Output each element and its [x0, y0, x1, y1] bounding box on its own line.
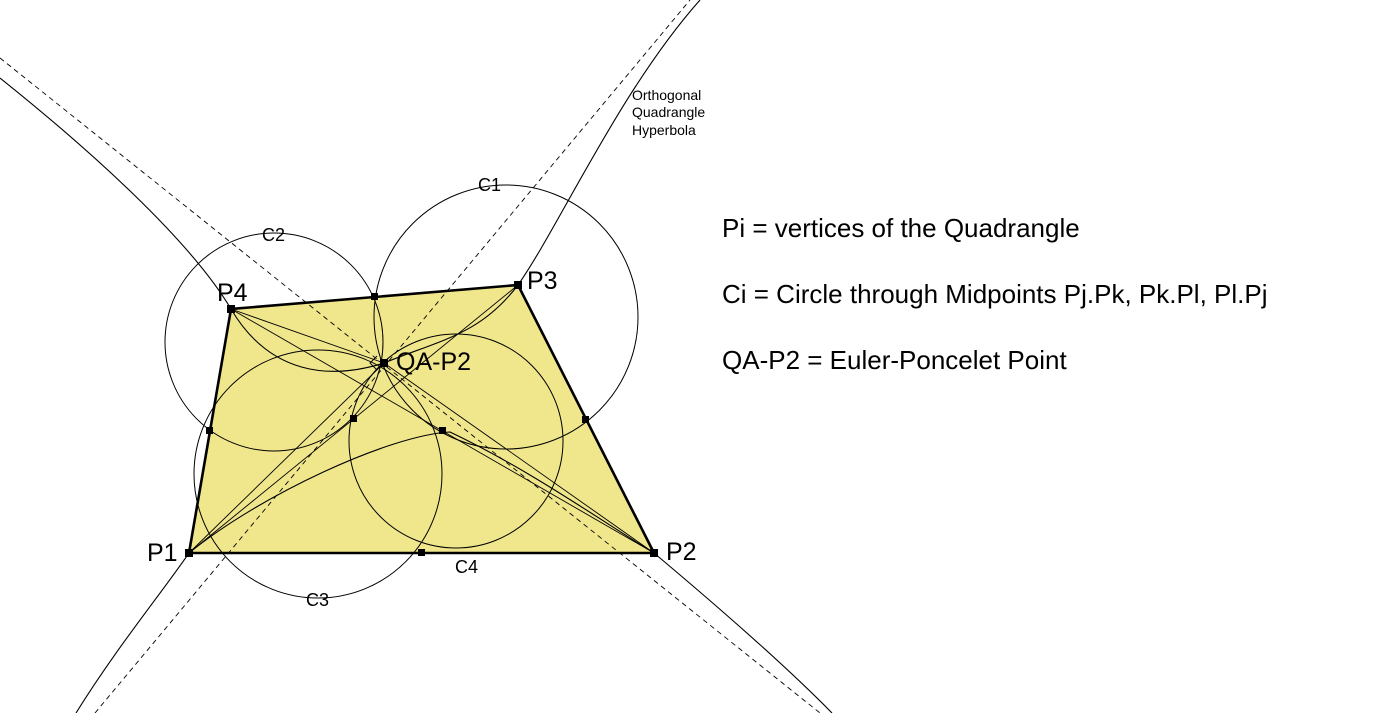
circle-c3	[193, 349, 443, 599]
legend-vertices: Pi = vertices of the Quadrangle	[722, 213, 1080, 243]
circle-c4	[348, 333, 564, 549]
point-p1	[185, 549, 193, 557]
line-qa-p2	[383, 362, 655, 554]
midpoint-p2-p3	[582, 416, 589, 423]
label-c2: C2	[262, 225, 285, 245]
asymptote-2	[0, 57, 821, 713]
midpoint-p2-p4	[439, 427, 446, 434]
label-p1: P1	[147, 539, 178, 567]
point-qa-p2	[380, 359, 388, 367]
point-p2	[650, 549, 658, 557]
right-angle-mark	[369, 355, 378, 371]
hyperbola-label-line-2: Quadrangle	[632, 104, 705, 120]
line-p4-qa	[230, 308, 385, 364]
legend: Pi = vertices of the Quadrangle Ci = Cir…	[722, 210, 1267, 408]
label-p3: P3	[527, 267, 558, 295]
midpoint-p1-p2	[418, 549, 425, 556]
label-qa-p2: QA-P2	[396, 348, 471, 376]
label-p4: P4	[217, 279, 248, 307]
midpoint-p1-p4	[206, 427, 213, 434]
hyperbola-label-line-1: Orthogonal	[632, 87, 701, 103]
hyperbola-label-line-3: Hyperbola	[632, 122, 696, 138]
label-c3: C3	[306, 590, 329, 610]
points	[185, 281, 658, 557]
midpoint-p3-p4	[371, 293, 378, 300]
point-p4	[227, 305, 235, 313]
line-p1-qa	[188, 362, 385, 554]
midpoint-p1-p3	[350, 415, 357, 422]
label-c4: C4	[455, 557, 478, 577]
point-p3	[514, 281, 522, 289]
legend-circles: Ci = Circle through Midpoints Pj.Pk, Pk.…	[722, 279, 1268, 309]
asymptote-1	[94, 0, 691, 713]
hyperbola-branch-lower	[75, 431, 833, 713]
asymptotes	[0, 0, 821, 713]
label-c1: C1	[478, 175, 501, 195]
legend-euler-poncelet: QA-P2 = Euler-Poncelet Point	[722, 345, 1067, 375]
circle-c2	[164, 232, 384, 452]
label-p2: P2	[666, 538, 697, 566]
